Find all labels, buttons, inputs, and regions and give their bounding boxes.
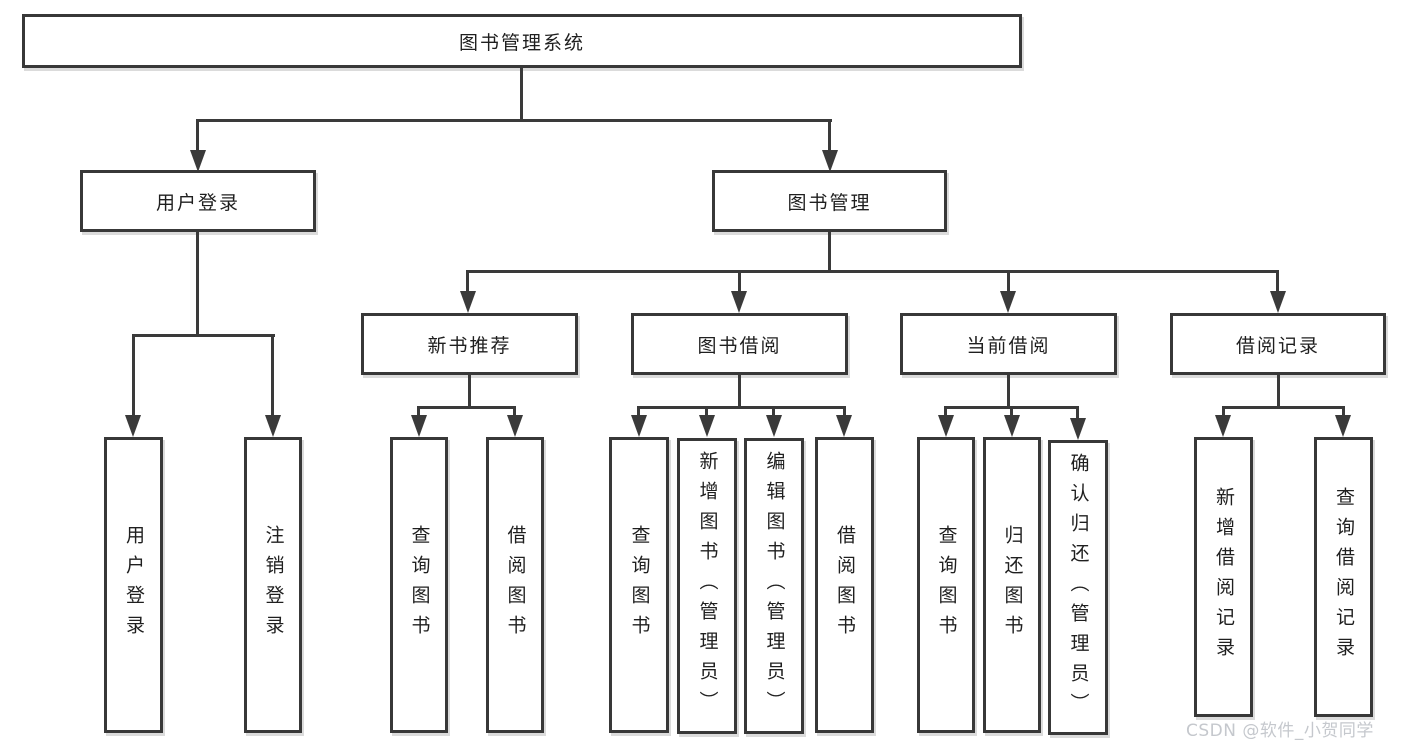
leaf-label: 查询借阅记录	[1333, 487, 1355, 667]
connector-line	[1342, 406, 1345, 419]
connector-line	[637, 406, 846, 409]
leaf-confirm-return-admin: 确认归还（管理员）	[1048, 440, 1108, 735]
arrowhead-down-icon	[766, 415, 782, 437]
connector-line	[1007, 270, 1010, 295]
node-borrowing-records: 借阅记录	[1170, 313, 1386, 375]
arrowhead-down-icon	[699, 415, 715, 437]
arrowhead-down-icon	[411, 415, 427, 437]
connector-line	[417, 406, 516, 409]
leaf-logout: 注销登录	[244, 437, 302, 733]
arrowhead-down-icon	[631, 415, 647, 437]
connector-line	[132, 334, 135, 417]
connector-line	[772, 406, 775, 419]
arrowhead-down-icon	[731, 291, 747, 313]
connector-line	[738, 375, 741, 409]
arrowhead-down-icon	[1335, 415, 1351, 437]
arrowhead-down-icon	[1215, 415, 1231, 437]
arrowhead-down-icon	[1000, 291, 1016, 313]
leaf-label: 注销登录	[262, 525, 285, 645]
leaf-label: 归还图书	[1001, 525, 1024, 645]
leaf-label: 新增借阅记录	[1213, 487, 1235, 667]
connector-line	[843, 406, 846, 419]
leaf-query-books-current: 查询图书	[917, 437, 975, 733]
connector-line	[1007, 375, 1010, 409]
node-user-login: 用户登录	[80, 170, 316, 232]
csdn-watermark: CSDN @软件_小贺同学	[1186, 721, 1374, 741]
leaf-label: 编辑图书（管理员）	[763, 451, 786, 721]
connector-line	[196, 119, 832, 122]
leaf-edit-books-admin: 编辑图书（管理员）	[744, 438, 804, 734]
leaf-query-books-recommend: 查询图书	[390, 437, 448, 733]
connector-line	[417, 406, 420, 419]
connector-line	[466, 270, 469, 295]
connector-line	[196, 232, 199, 337]
node-book-management: 图书管理	[712, 170, 947, 232]
connector-line	[637, 406, 640, 419]
leaf-label: 新增图书（管理员）	[696, 451, 719, 721]
arrowhead-down-icon	[265, 415, 281, 437]
connector-line	[738, 270, 741, 295]
arrowhead-down-icon	[125, 415, 141, 437]
leaf-label: 确认归还（管理员）	[1067, 452, 1090, 723]
arrowhead-down-icon	[460, 291, 476, 313]
node-root-library-system: 图书管理系统	[22, 14, 1022, 68]
arrowhead-down-icon	[1004, 415, 1020, 437]
connector-line	[944, 406, 947, 419]
leaf-label: 用户登录	[123, 525, 145, 645]
connector-line	[1222, 406, 1345, 409]
leaf-return-books: 归还图书	[983, 437, 1041, 733]
leaf-label: 查询图书	[408, 525, 431, 645]
connector-line	[132, 334, 275, 337]
connector-line	[828, 119, 831, 155]
node-current-borrowing: 当前借阅	[900, 313, 1117, 375]
connector-line	[468, 375, 471, 409]
arrowhead-down-icon	[938, 415, 954, 437]
connector-line	[520, 68, 523, 122]
leaf-add-borrow-record: 新增借阅记录	[1194, 437, 1253, 717]
leaf-query-books-borrow: 查询图书	[609, 437, 669, 733]
connector-line	[196, 119, 199, 155]
leaf-query-borrow-record: 查询借阅记录	[1314, 437, 1373, 717]
connector-line	[1222, 406, 1225, 419]
connector-line	[271, 334, 274, 417]
node-book-borrowing: 图书借阅	[631, 313, 848, 375]
connector-line	[513, 406, 516, 419]
leaf-label: 借阅图书	[504, 525, 527, 645]
arrowhead-down-icon	[822, 150, 838, 172]
arrowhead-down-icon	[836, 415, 852, 437]
leaf-label: 借阅图书	[834, 525, 856, 645]
leaf-label: 查询图书	[935, 525, 958, 645]
connector-line	[466, 270, 1279, 273]
node-new-book-recommend: 新书推荐	[361, 313, 578, 375]
leaf-borrow-books: 借阅图书	[815, 437, 874, 733]
connector-line	[828, 232, 831, 273]
connector-line	[1010, 406, 1013, 419]
connector-line	[705, 406, 708, 419]
leaf-add-books-admin: 新增图书（管理员）	[677, 438, 737, 734]
arrowhead-down-icon	[190, 150, 206, 172]
arrowhead-down-icon	[507, 415, 523, 437]
connector-line	[1076, 406, 1079, 422]
connector-line	[1277, 375, 1280, 409]
connector-line	[1276, 270, 1279, 295]
leaf-user-login: 用户登录	[104, 437, 163, 733]
leaf-borrow-books-recommend: 借阅图书	[486, 437, 544, 733]
leaf-label: 查询图书	[628, 525, 651, 645]
arrowhead-down-icon	[1070, 418, 1086, 440]
arrowhead-down-icon	[1270, 291, 1286, 313]
